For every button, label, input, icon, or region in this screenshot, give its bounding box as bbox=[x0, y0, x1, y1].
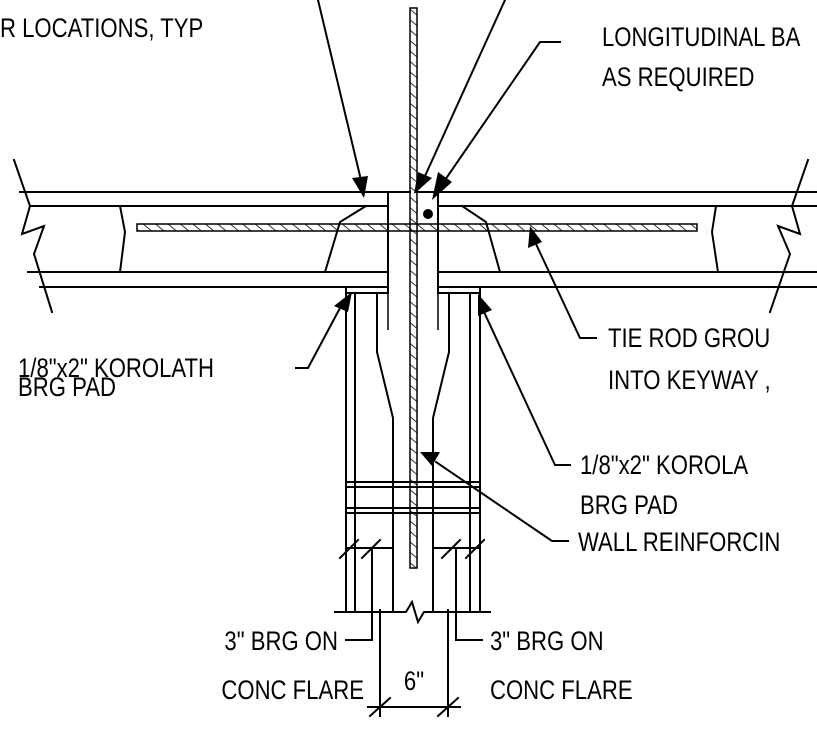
wall bbox=[334, 286, 491, 641]
label-brg-right-line1: 3" BRG ON bbox=[490, 627, 604, 657]
label-longitudinal-line1: LONGITUDINAL BA bbox=[602, 23, 801, 53]
left-deck-slab bbox=[12, 158, 389, 314]
label-brg-left-line2: CONC FLARE bbox=[221, 676, 364, 706]
label-dimension-6in: 6" bbox=[404, 667, 424, 697]
label-brg-left-line1: 3" BRG ON bbox=[224, 627, 338, 657]
label-wall-reinforcing: WALL REINFORCIN bbox=[578, 528, 780, 558]
dimension-6in bbox=[367, 609, 461, 718]
label-korolath-left-line1: 1/8"x2" KOROLATH bbox=[18, 354, 214, 384]
wall-reinforcing-bar bbox=[409, 7, 418, 569]
label-korolath-right-line1: 1/8"x2" KOROLA bbox=[580, 451, 749, 481]
label-korolath-right-line2: BRG PAD bbox=[580, 491, 678, 521]
label-korolath-left-line2-visible: BRG PAD bbox=[18, 373, 116, 403]
label-bar-locations: R LOCATIONS, TYP bbox=[0, 14, 203, 44]
label-tie-rod-line2: INTO KEYWAY , bbox=[608, 366, 771, 396]
label-longitudinal-line2: AS REQUIRED bbox=[602, 63, 754, 93]
longitudinal-bar-dot bbox=[423, 209, 433, 219]
label-brg-right-line2: CONC FLARE bbox=[490, 676, 633, 706]
right-deck-slab bbox=[437, 158, 817, 314]
leaders bbox=[295, 0, 597, 641]
label-tie-rod-line1: TIE ROD GROU bbox=[608, 324, 770, 354]
